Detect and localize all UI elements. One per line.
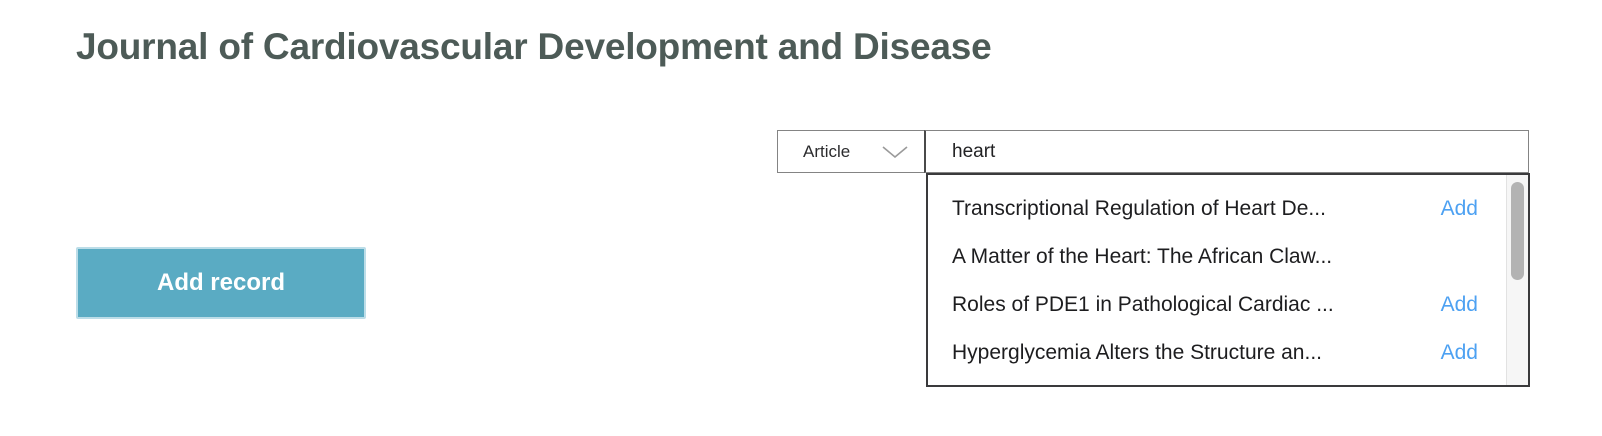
suggestion-row[interactable]: Roles of PDE1 in Pathological Cardiac ..… bbox=[928, 281, 1506, 329]
suggestion-title: A Matter of the Heart: The African Claw.… bbox=[952, 245, 1333, 268]
suggestions-dropdown: Transcriptional Regulation of Heart De..… bbox=[926, 173, 1530, 387]
suggestion-row[interactable]: Transcriptional Regulation of Heart De..… bbox=[928, 185, 1506, 233]
search-input[interactable] bbox=[924, 130, 1529, 173]
suggestions-scrollbar-track[interactable] bbox=[1506, 175, 1528, 385]
suggestions-list: Transcriptional Regulation of Heart De..… bbox=[928, 175, 1506, 385]
add-suggestion-link[interactable]: Add bbox=[1440, 341, 1478, 364]
record-type-select-value: Article bbox=[803, 141, 851, 161]
add-suggestion-link[interactable]: Add bbox=[1440, 197, 1478, 220]
record-type-select[interactable]: Article bbox=[777, 130, 924, 173]
add-record-button[interactable]: Add record bbox=[76, 247, 366, 319]
suggestion-title: Roles of PDE1 in Pathological Cardiac ..… bbox=[952, 293, 1334, 316]
suggestion-row[interactable]: A Matter of the Heart: The African Claw.… bbox=[928, 233, 1506, 281]
add-suggestion-link[interactable]: Add bbox=[1440, 293, 1478, 316]
chevron-down-icon bbox=[882, 145, 908, 158]
suggestion-title: Transcriptional Regulation of Heart De..… bbox=[952, 197, 1326, 220]
suggestion-title: Hyperglycemia Alters the Structure an... bbox=[952, 341, 1322, 364]
suggestions-scrollbar-thumb[interactable] bbox=[1511, 182, 1524, 280]
suggestion-row[interactable]: Hyperglycemia Alters the Structure an...… bbox=[928, 329, 1506, 377]
page-title: Journal of Cardiovascular Development an… bbox=[76, 26, 992, 67]
